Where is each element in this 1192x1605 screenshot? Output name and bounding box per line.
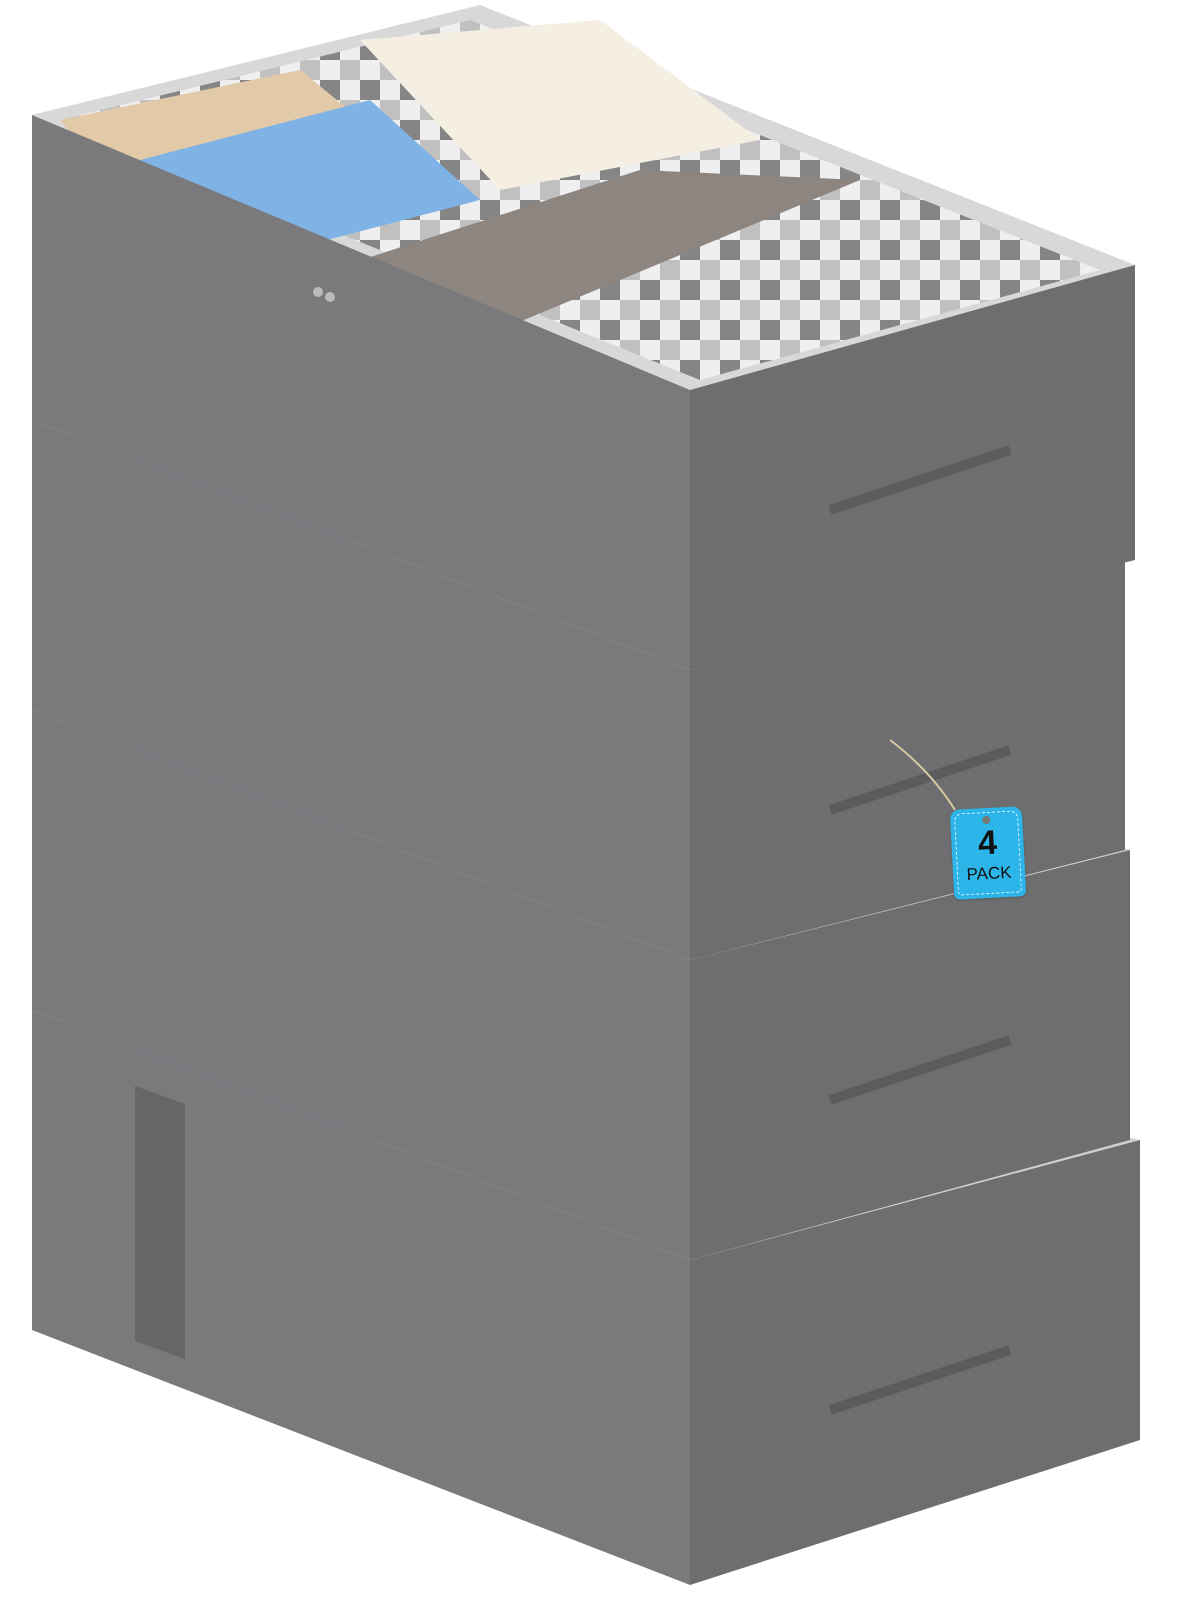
tag-string	[889, 739, 956, 811]
storage-bag-1	[32, 5, 1135, 670]
zipper-pull-icon	[313, 287, 323, 297]
four-pack-tag: 4 PACK	[949, 806, 1027, 900]
tag-label: PACK	[966, 862, 1013, 885]
tag-number: 4	[977, 823, 998, 863]
